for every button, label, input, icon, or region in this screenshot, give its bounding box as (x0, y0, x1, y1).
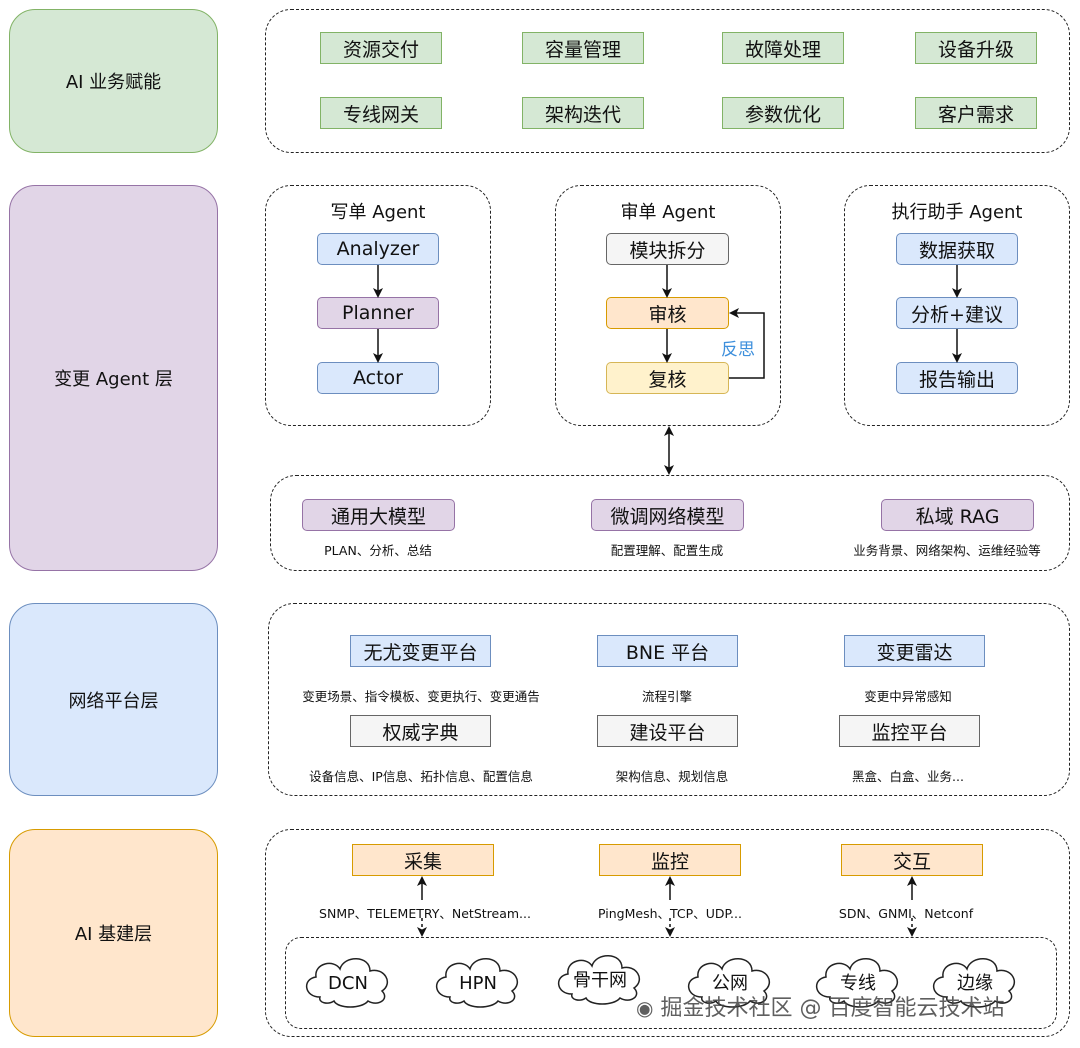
layer-agent-label: 变更 Agent 层 (54, 369, 173, 390)
cloud-label: 专线 (840, 973, 876, 994)
feedback-label: 反思 (721, 340, 755, 360)
model-desc: PLAN、分析、总结 (324, 543, 432, 558)
business-item: 架构迭代 (522, 97, 644, 129)
platform-box: 监控平台 (839, 715, 980, 747)
layer-network-platform: 网络平台层 (9, 603, 218, 796)
infra-desc: PingMesh、TCP、UDP... (598, 906, 742, 921)
platform-desc: 黑盒、白盒、业务... (852, 769, 964, 784)
cloud-dedicated-line: 专线 (815, 957, 899, 1008)
platform-box: 建设平台 (597, 715, 738, 747)
business-item: 故障处理 (722, 32, 844, 64)
cloud-hpn: HPN (435, 957, 519, 1008)
cloud-label: 边缘 (957, 973, 993, 994)
business-item: 容量管理 (522, 32, 644, 64)
layer-ai-infra: AI 基建层 (9, 829, 218, 1037)
network-clouds-container (285, 937, 1057, 1029)
executor-step: 报告输出 (896, 362, 1018, 394)
platform-box: 变更雷达 (844, 635, 985, 667)
layer-agent: 变更 Agent 层 (9, 185, 218, 571)
platform-desc: 变更中异常感知 (864, 689, 952, 704)
cloud-label: DCN (328, 973, 368, 994)
writer-agent-title: 写单 Agent (330, 202, 426, 223)
infra-desc: SNMP、TELEMETRY、NetStream... (319, 906, 531, 921)
layer-ai-business: AI 业务赋能 (9, 9, 218, 153)
platform-desc: 流程引擎 (641, 689, 692, 704)
business-container (265, 9, 1070, 153)
cloud-label: 公网 (712, 973, 748, 994)
reviewer-agent-group (555, 185, 781, 426)
watermark-text: 掘金技术社区 @ 百度智能云技术站 (660, 996, 1005, 1021)
executor-agent-group (844, 185, 1070, 426)
cloud-label: HPN (459, 973, 497, 994)
layer-network-platform-label: 网络平台层 (68, 690, 159, 712)
platform-desc: 设备信息、IP信息、拓扑信息、配置信息 (309, 769, 533, 784)
executor-step: 数据获取 (896, 233, 1018, 265)
infra-box: 交互 (841, 844, 983, 876)
infra-desc: SDN、GNMI、Netconf (838, 906, 974, 921)
platform-desc: 架构信息、规划信息 (615, 769, 729, 784)
model-box: 私域 RAG (881, 499, 1034, 531)
reviewer-step: 审核 (606, 297, 729, 329)
model-desc: 业务背景、网络架构、运维经验等 (853, 543, 1041, 558)
cloud-backbone: 骨干网 (557, 954, 641, 1005)
platform-box: 权威字典 (350, 715, 491, 747)
writer-step: Planner (317, 297, 439, 329)
layer-ai-infra-label: AI 基建层 (74, 924, 153, 945)
infra-box: 采集 (352, 844, 494, 876)
writer-step: Analyzer (317, 233, 439, 265)
business-item: 资源交付 (320, 32, 442, 64)
watermark: ◉ 掘金技术社区 @ 百度智能云技术站 (636, 990, 1004, 1022)
writer-step: Actor (317, 362, 439, 394)
feedback-loop-arrow (729, 308, 765, 379)
cloud-dcn: DCN (305, 957, 389, 1008)
wechat-icon: ◉ (636, 996, 654, 1020)
model-box: 微调网络模型 (591, 499, 744, 531)
business-item: 客户需求 (915, 97, 1037, 129)
cloud-public: 公网 (687, 957, 771, 1008)
platform-box: BNE 平台 (597, 635, 738, 667)
writer-agent-group (265, 185, 491, 426)
reviewer-step: 模块拆分 (606, 233, 729, 265)
platform-box: 无尤变更平台 (350, 635, 491, 667)
infra-container (265, 829, 1070, 1037)
reviewer-agent-title: 审单 Agent (620, 202, 716, 223)
platform-container (268, 603, 1070, 796)
model-container (270, 475, 1070, 571)
infra-box: 监控 (599, 844, 741, 876)
cloud-label: 骨干网 (573, 970, 627, 991)
model-box: 通用大模型 (302, 499, 455, 531)
business-item: 设备升级 (915, 32, 1037, 64)
business-item: 专线网关 (320, 97, 442, 129)
business-item: 参数优化 (722, 97, 844, 129)
executor-agent-title: 执行助手 Agent (891, 202, 1023, 223)
layer-ai-business-label: AI 业务赋能 (65, 72, 162, 93)
cloud-edge: 边缘 (932, 957, 1016, 1008)
platform-desc: 变更场景、指令模板、变更执行、变更通告 (302, 689, 540, 704)
model-desc: 配置理解、配置生成 (610, 543, 724, 558)
